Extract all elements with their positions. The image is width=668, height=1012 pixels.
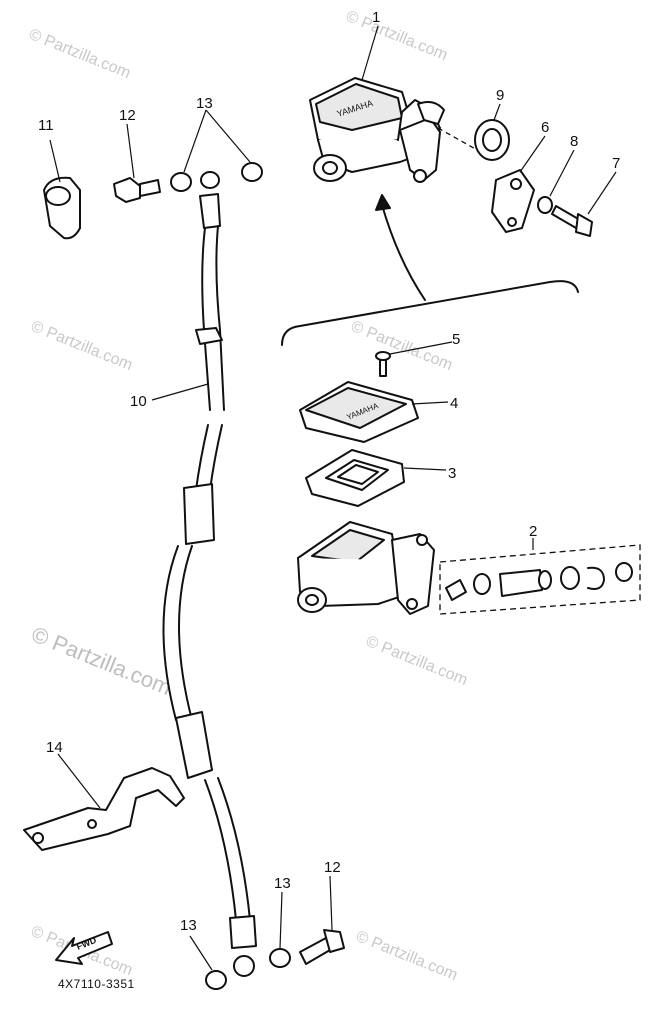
copper-washer <box>205 970 227 990</box>
callout-9: 9 <box>496 87 504 104</box>
seal <box>474 119 510 161</box>
callout-2: 2 <box>529 523 537 540</box>
group-bracket <box>281 280 579 346</box>
callout-13-middle: 13 <box>274 875 291 892</box>
hose-guide-bracket <box>23 767 185 851</box>
piston-kit <box>439 544 641 615</box>
callout-13-bottom: 13 <box>180 917 197 934</box>
union-bolt-top <box>113 177 161 203</box>
washer <box>537 196 553 214</box>
copper-washer <box>170 172 192 192</box>
callout-8: 8 <box>570 133 578 150</box>
reservoir-cap: YAMAHA <box>299 381 419 443</box>
callout-5: 5 <box>452 331 460 348</box>
callout-12-bottom: 12 <box>324 859 341 876</box>
watermark: © Partzilla.com <box>354 928 460 984</box>
callout-10: 10 <box>130 393 147 410</box>
brake-hose <box>162 171 257 977</box>
holder <box>491 169 535 233</box>
watermark: © Partzilla.com <box>28 621 175 700</box>
bleeder-cap <box>43 176 81 240</box>
callout-labels: 1 2 3 4 5 6 7 8 9 10 11 12 12 13 13 13 1… <box>38 9 620 934</box>
union-bolt-bottom <box>299 929 345 965</box>
leader-lines <box>49 25 617 971</box>
master-cylinder-body <box>297 521 435 615</box>
callout-13-top: 13 <box>196 95 213 112</box>
assembly-pointer <box>381 204 426 301</box>
screw <box>375 351 391 377</box>
copper-washer <box>241 162 263 182</box>
watermark: © Partzilla.com <box>349 318 455 374</box>
watermark: © Partzilla.com <box>344 8 450 64</box>
callout-7: 7 <box>612 155 620 172</box>
callout-4: 4 <box>450 395 458 412</box>
callout-1: 1 <box>372 9 380 26</box>
callout-11: 11 <box>38 117 54 134</box>
callout-12-top: 12 <box>119 107 136 124</box>
master-cylinder-assembly: YAMAHA <box>309 77 496 183</box>
copper-washer <box>269 948 291 968</box>
bolt <box>551 205 593 237</box>
watermark: © Partzilla.com <box>364 633 470 689</box>
callout-3: 3 <box>448 465 456 482</box>
pointer-arrowhead <box>375 194 391 211</box>
watermark: © Partzilla.com <box>27 26 133 82</box>
callout-14: 14 <box>46 739 63 756</box>
diaphragm <box>305 449 405 507</box>
watermark: © Partzilla.com <box>29 318 135 374</box>
diagram-code: 4X7110-3351 <box>58 977 135 991</box>
callout-6: 6 <box>541 119 549 136</box>
